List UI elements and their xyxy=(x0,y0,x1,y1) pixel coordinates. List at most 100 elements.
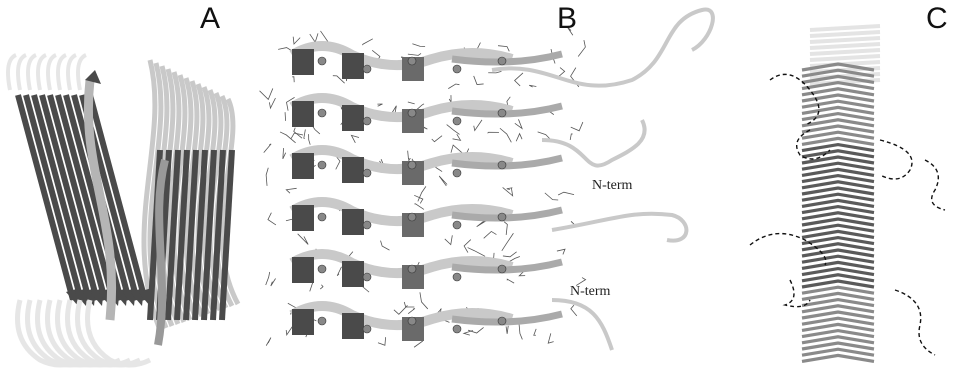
panel-a-label: A xyxy=(200,4,220,34)
side-chain xyxy=(507,279,514,283)
dashed-loop xyxy=(925,160,945,210)
side-chain xyxy=(293,37,300,44)
atom-sphere xyxy=(498,57,506,65)
side-chain xyxy=(285,112,286,121)
atom-sphere xyxy=(453,117,461,125)
side-chain xyxy=(571,305,577,316)
ribbon-block xyxy=(342,105,364,131)
fibril-strand-faint xyxy=(810,38,880,42)
atom-sphere xyxy=(453,169,461,177)
side-chain xyxy=(504,222,507,235)
panel-b-illustration xyxy=(252,0,730,389)
atom-sphere xyxy=(408,265,416,273)
side-chain xyxy=(449,95,451,102)
side-chain xyxy=(271,278,276,285)
atom-sphere xyxy=(318,161,326,169)
side-chain xyxy=(412,44,425,47)
side-chain xyxy=(488,132,499,133)
side-chain xyxy=(557,249,565,254)
loop xyxy=(58,55,66,90)
side-chain xyxy=(515,73,523,86)
atom-sphere xyxy=(363,325,371,333)
loop xyxy=(48,55,56,90)
side-chain xyxy=(571,122,583,131)
atom-sphere xyxy=(318,265,326,273)
side-chain xyxy=(377,104,382,106)
atom-sphere xyxy=(453,221,461,229)
ribbon-block xyxy=(292,205,314,231)
atom-sphere xyxy=(408,109,416,117)
side-chain xyxy=(464,240,471,253)
side-chain xyxy=(408,53,421,55)
side-chain xyxy=(474,120,482,131)
ribbon-block xyxy=(292,309,314,335)
atom-sphere xyxy=(363,221,371,229)
side-chain xyxy=(286,326,292,334)
side-chain xyxy=(484,231,497,238)
side-chain xyxy=(268,213,276,225)
side-chain xyxy=(529,85,536,87)
side-chain xyxy=(269,98,275,108)
side-chain xyxy=(280,132,296,143)
side-chain xyxy=(502,233,514,251)
side-chain xyxy=(448,84,459,89)
side-chain xyxy=(310,33,318,42)
side-chain xyxy=(558,192,574,195)
atom-sphere xyxy=(453,65,461,73)
side-chain xyxy=(378,337,386,345)
side-chain xyxy=(304,129,306,138)
side-chain xyxy=(432,136,442,142)
ribbon-block xyxy=(292,49,314,75)
ribbon-block xyxy=(292,257,314,283)
side-chain xyxy=(468,327,483,333)
atom-sphere xyxy=(318,213,326,221)
side-chain xyxy=(451,145,462,153)
side-chain xyxy=(453,134,461,140)
central-strand xyxy=(158,160,165,345)
side-chain xyxy=(264,144,271,153)
fibril-strand xyxy=(802,355,874,361)
atom-sphere xyxy=(498,213,506,221)
n-terminal-loop xyxy=(492,10,713,86)
n-term-annotation-2: N-term xyxy=(570,284,610,300)
atom-sphere xyxy=(498,317,506,325)
side-chain xyxy=(266,168,268,186)
side-chain xyxy=(292,77,294,82)
atom-sphere xyxy=(453,273,461,281)
atom-sphere xyxy=(408,317,416,325)
side-chain xyxy=(283,148,286,159)
fibril-strand-faint xyxy=(810,26,880,30)
side-chain xyxy=(414,204,423,210)
n-terminal-loop xyxy=(552,300,612,350)
side-chain xyxy=(381,241,390,251)
side-chain xyxy=(404,302,414,307)
side-chain xyxy=(445,235,453,244)
side-chain xyxy=(534,329,536,335)
atom-sphere xyxy=(408,213,416,221)
side-chain xyxy=(515,119,522,128)
side-chain xyxy=(519,323,522,340)
side-chain xyxy=(320,285,323,289)
side-chain xyxy=(578,40,585,56)
ribbon-block xyxy=(292,153,314,179)
atom-sphere xyxy=(408,57,416,65)
panel-b: B N-term N-term xyxy=(252,0,730,389)
side-chain xyxy=(351,135,359,142)
side-chain xyxy=(337,267,341,276)
side-chain xyxy=(298,234,308,245)
ribbon-block xyxy=(342,261,364,287)
panel-c-illustration xyxy=(730,0,957,389)
ribbon-block xyxy=(342,157,364,183)
atom-sphere xyxy=(363,273,371,281)
side-chain xyxy=(286,188,296,193)
side-chain xyxy=(464,331,473,336)
atom-sphere xyxy=(453,325,461,333)
dashed-loop xyxy=(895,290,935,355)
loop xyxy=(28,55,36,90)
atom-sphere xyxy=(498,109,506,117)
atom-sphere xyxy=(318,57,326,65)
n-term-annotation-1: N-term xyxy=(592,178,632,194)
fibril-strand-faint xyxy=(810,50,880,54)
atom-sphere xyxy=(318,109,326,117)
panel-a: A xyxy=(0,0,252,389)
